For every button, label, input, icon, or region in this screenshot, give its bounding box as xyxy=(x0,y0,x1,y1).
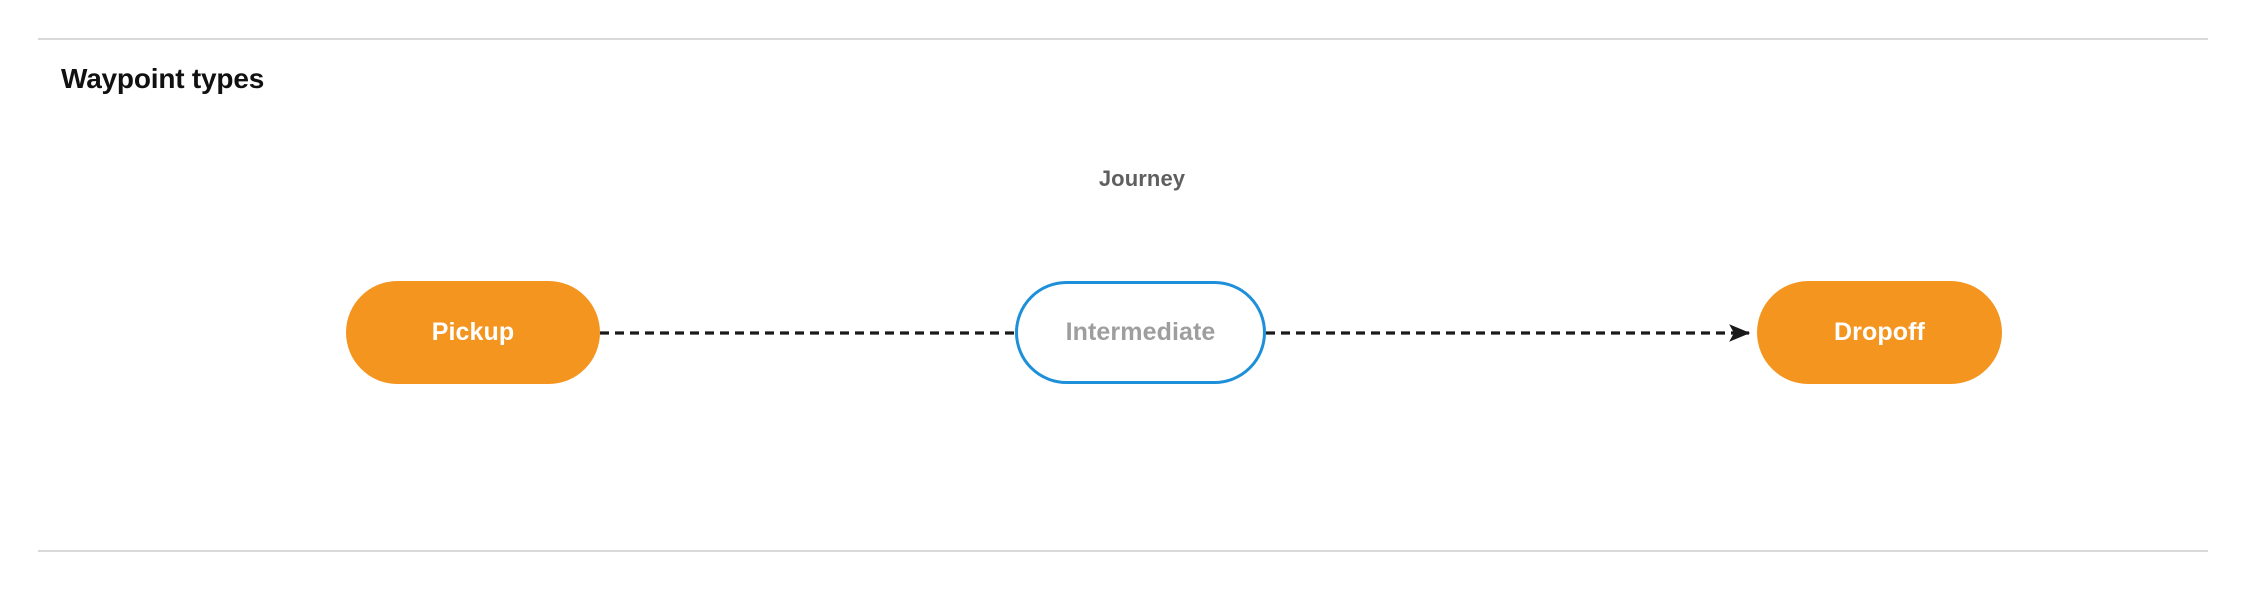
waypoint-node-dropoff[interactable]: Dropoff xyxy=(1757,281,2002,384)
waypoint-node-pickup-label: Pickup xyxy=(431,318,515,346)
waypoint-node-pickup[interactable]: Pickup xyxy=(346,281,600,384)
journey-group-label: Journey xyxy=(1098,166,1186,191)
waypoint-node-intermediate-label: Intermediate xyxy=(1065,318,1216,346)
section-divider-top xyxy=(38,38,2208,40)
section-divider-bottom xyxy=(38,550,2208,552)
waypoint-node-intermediate[interactable]: Intermediate xyxy=(1015,281,1266,384)
page-title: Waypoint types xyxy=(61,63,265,94)
waypoint-node-dropoff-label: Dropoff xyxy=(1834,318,1925,346)
